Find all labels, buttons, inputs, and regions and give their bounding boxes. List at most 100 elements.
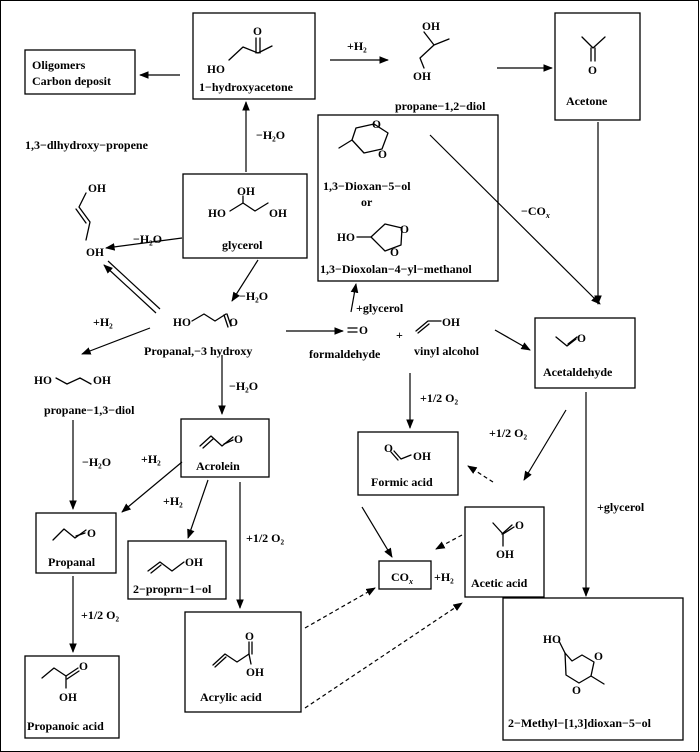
dioxolan-methanol-structure: HO O O <box>337 223 409 259</box>
label-propanediol13: propane−1,3−diol <box>44 403 135 417</box>
svg-text:O: O <box>234 434 243 446</box>
dashed-arrow-acrylic-to-cox <box>304 587 376 629</box>
label-dioxanol: 1,3−Dioxan−5−ol <box>323 179 411 193</box>
svg-text:O: O <box>400 224 409 236</box>
reagent-o2-propanal: +1/2 O₂ <box>81 608 120 622</box>
label-propanoic-acid: Propanoic acid <box>27 719 104 733</box>
arrow-vinylalcohol-to-acetaldehyde <box>494 329 531 351</box>
propanediol12-structure: OH OH <box>413 21 450 83</box>
reagent-h2o-up: −H₂O <box>256 128 285 142</box>
svg-text:OH: OH <box>269 208 287 220</box>
svg-text:HO: HO <box>207 64 225 76</box>
formic-acid-structure: O OH <box>384 443 431 463</box>
svg-text:OH: OH <box>442 317 460 329</box>
reagent-h2o-diol13: −H₂O <box>82 455 111 469</box>
label-formic-acid: Formic acid <box>371 475 433 489</box>
dioxane-box <box>317 114 499 282</box>
arrow-diol-to-acetaldehyde <box>429 134 601 305</box>
label-hydroxyacetone: 1−hydroxyacetone <box>199 80 294 94</box>
propanoic-acid-structure: O OH <box>41 661 88 704</box>
svg-text:OH: OH <box>86 247 104 259</box>
label-dihydroxypropene: 1,3−dlhydroxy−propene <box>25 138 149 152</box>
vinylalcohol-structure: OH <box>415 317 460 334</box>
svg-text:O: O <box>515 520 524 532</box>
label-propenol: 2−proprn−1−ol <box>133 582 212 596</box>
dashed-arrow-propanoic-to-cox <box>304 602 463 709</box>
cox-box <box>378 560 432 590</box>
label-carbon-deposit: Carbon deposit <box>32 74 111 88</box>
svg-text:O: O <box>588 65 597 77</box>
label-methyldioxanol: 2−Methyl−[1,3]dioxan−5−ol <box>508 716 652 730</box>
glycerol-structure: HO OH OH <box>208 186 287 220</box>
arrow-formic-to-cox <box>361 506 393 558</box>
svg-text:O: O <box>229 317 238 329</box>
acetone-box <box>554 12 641 121</box>
reagent-glycerol-top: +glycerol <box>356 301 404 315</box>
hydroxyacetone-box <box>192 12 316 100</box>
label-vinylalcohol: vinyl alcohol <box>414 344 480 358</box>
svg-text:HO: HO <box>34 375 52 387</box>
label-acrylic-acid: Acrylic acid <box>200 690 262 704</box>
reagent-h2-acrolein-1: +H₂ <box>141 452 161 466</box>
reagent-h2-top: +H₂ <box>347 39 367 53</box>
arrow-glycerol-to-propanal3 <box>231 259 259 302</box>
arrow-glycerol-to-dihydroxypropene <box>105 237 183 251</box>
double-arrow-line-b <box>103 264 157 314</box>
svg-text:OH: OH <box>422 21 440 33</box>
acetone-structure: O <box>581 36 606 77</box>
reagent-minus-co: −COx <box>521 204 550 220</box>
svg-text:OH: OH <box>237 186 255 198</box>
arrow-acrolein-to-propanal <box>121 461 183 513</box>
acrolein-structure: O <box>199 434 243 449</box>
dashed-arrow-acetic-to-cox <box>435 534 463 550</box>
svg-text:O: O <box>253 26 262 38</box>
propanediol13-structure: HO OH <box>34 375 111 387</box>
label-acrolein: Acrolein <box>196 459 240 473</box>
reagent-h2o-down: −H₂O <box>239 289 268 303</box>
acrylic-acid-structure: O OH <box>212 631 264 679</box>
svg-text:O: O <box>87 528 96 540</box>
dashed-arrow-acetic-to-formic <box>467 465 494 483</box>
double-arrow-line-a <box>107 260 161 310</box>
label-glycerol: glycerol <box>222 238 263 252</box>
svg-text:O: O <box>359 325 368 337</box>
acetic-acid-box <box>464 506 545 598</box>
svg-text:OH: OH <box>413 451 431 463</box>
label-acetic-acid: Acetic acid <box>471 576 528 590</box>
label-or: or <box>361 195 373 209</box>
dihydroxypropene-structure: OH OH <box>75 183 106 259</box>
svg-text:OH: OH <box>88 183 106 195</box>
label-oligomers: Oligomers <box>32 58 86 72</box>
svg-text:OH: OH <box>185 557 203 569</box>
label-propanediol12: propane−1,2−diol <box>395 99 486 113</box>
propanal-structure: O <box>52 528 96 541</box>
propenol-box <box>127 540 227 600</box>
svg-text:O: O <box>594 651 603 663</box>
label-acetaldehyde: Acetaldehyde <box>543 365 613 379</box>
svg-text:OH: OH <box>93 375 111 387</box>
label-propanal: Propanal <box>48 555 96 569</box>
acrylic-acid-box <box>184 611 302 713</box>
svg-text:OH: OH <box>496 549 514 561</box>
glycerol-box <box>182 173 308 259</box>
acrolein-box <box>180 418 270 478</box>
svg-text:OH: OH <box>59 692 77 704</box>
reagent-h2o-left: −H₂O <box>133 232 162 246</box>
svg-text:O: O <box>572 685 581 697</box>
label-acetone: Acetone <box>566 94 608 108</box>
svg-text:O: O <box>384 443 393 455</box>
propanoic-acid-box <box>24 655 120 739</box>
svg-text:O: O <box>79 661 88 673</box>
formaldehyde-structure: O <box>347 325 368 337</box>
svg-text:O: O <box>390 247 399 259</box>
arrow-acrolein-to-propenol <box>187 479 209 539</box>
acetaldehyde-box <box>534 317 636 389</box>
arrow-formaldehyde-to-dioxane <box>350 283 359 313</box>
svg-text:OH: OH <box>246 667 264 679</box>
propenol-structure: OH <box>147 557 203 574</box>
methyldioxanol-structure: HO O O <box>543 634 605 697</box>
reagent-glycerol-right: +glycerol <box>597 500 645 514</box>
reagent-o2-formic: +1/2 O₂ <box>420 391 459 405</box>
